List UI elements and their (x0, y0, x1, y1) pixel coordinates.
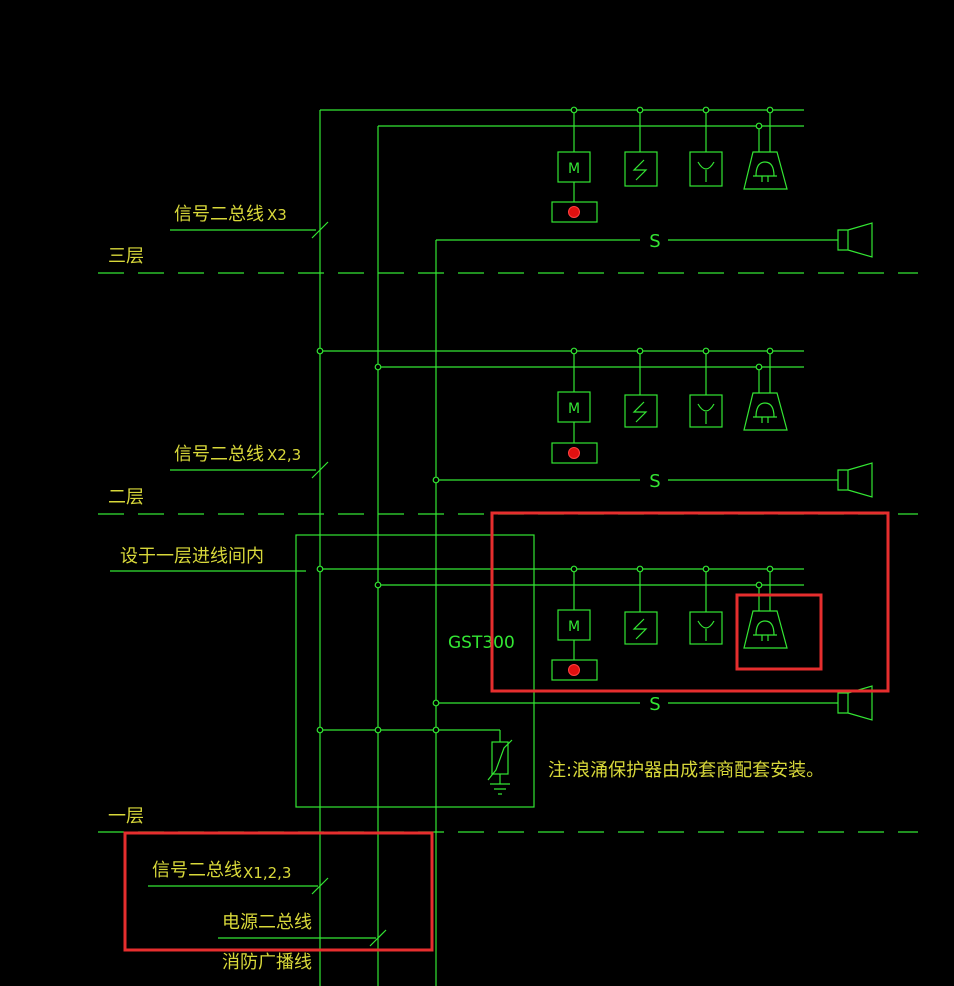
ground-icon (490, 783, 510, 795)
manual-call-point (551, 442, 598, 464)
legend-broadcast-line: 消防广播线 (222, 952, 312, 973)
smoke-detector-icon (689, 151, 723, 187)
floor-2-bus-tag: X2,3 (267, 446, 301, 464)
red-lamp-icon (568, 206, 580, 218)
floor-2-group: M S (316, 347, 873, 498)
heat-detector-icon (624, 151, 658, 187)
heat-detector-icon (624, 611, 658, 645)
speaker-icon (837, 222, 873, 258)
highlight-bus-legend (123, 831, 434, 952)
module-letter: M (568, 161, 580, 177)
location-note: 设于一层进线间内 (120, 546, 264, 567)
floor-3-label: 三层 (108, 246, 144, 267)
floor-3-bus-label: 信号二总线 (174, 204, 264, 225)
smoke-detector-icon (689, 394, 723, 428)
floor-1-label: 一层 (108, 806, 144, 827)
speaker-line-letter: S (649, 231, 660, 252)
speaker-line-letter: S (649, 694, 660, 715)
floor-3-group: M S (320, 106, 873, 258)
floor-2-label: 二层 (108, 487, 144, 508)
red-lamp-icon (568, 664, 580, 676)
module-letter: M (568, 401, 580, 417)
legend-signal-bus: 信号二总线 (152, 860, 242, 881)
controller-enclosure (295, 534, 535, 808)
speaker-icon (837, 462, 873, 498)
legend-signal-bus-tag: X1,2,3 (243, 864, 291, 882)
alarm-bell-icon (743, 392, 788, 431)
floor-3-bus-tag: X3 (267, 206, 287, 224)
red-lamp-icon (568, 447, 580, 459)
speaker-line-letter: S (649, 471, 660, 492)
highlight-floor-1-devices (490, 511, 890, 693)
surge-note: 注:浪涌保护器由成套商配套安装。 (548, 760, 824, 781)
floor-1-group: M S (295, 534, 873, 808)
smoke-detector-icon (689, 611, 723, 645)
legend-power-bus: 电源二总线 (222, 912, 312, 933)
manual-call-point (551, 201, 598, 223)
alarm-bell-icon (743, 151, 788, 190)
highlight-alarm-bell (735, 593, 823, 671)
module-letter: M (568, 619, 580, 635)
floor-2-bus-label: 信号二总线 (174, 444, 264, 465)
heat-detector-icon (624, 394, 658, 428)
alarm-bell-icon (743, 610, 788, 649)
controller-label: GST300 (448, 633, 515, 653)
manual-call-point (551, 659, 598, 681)
